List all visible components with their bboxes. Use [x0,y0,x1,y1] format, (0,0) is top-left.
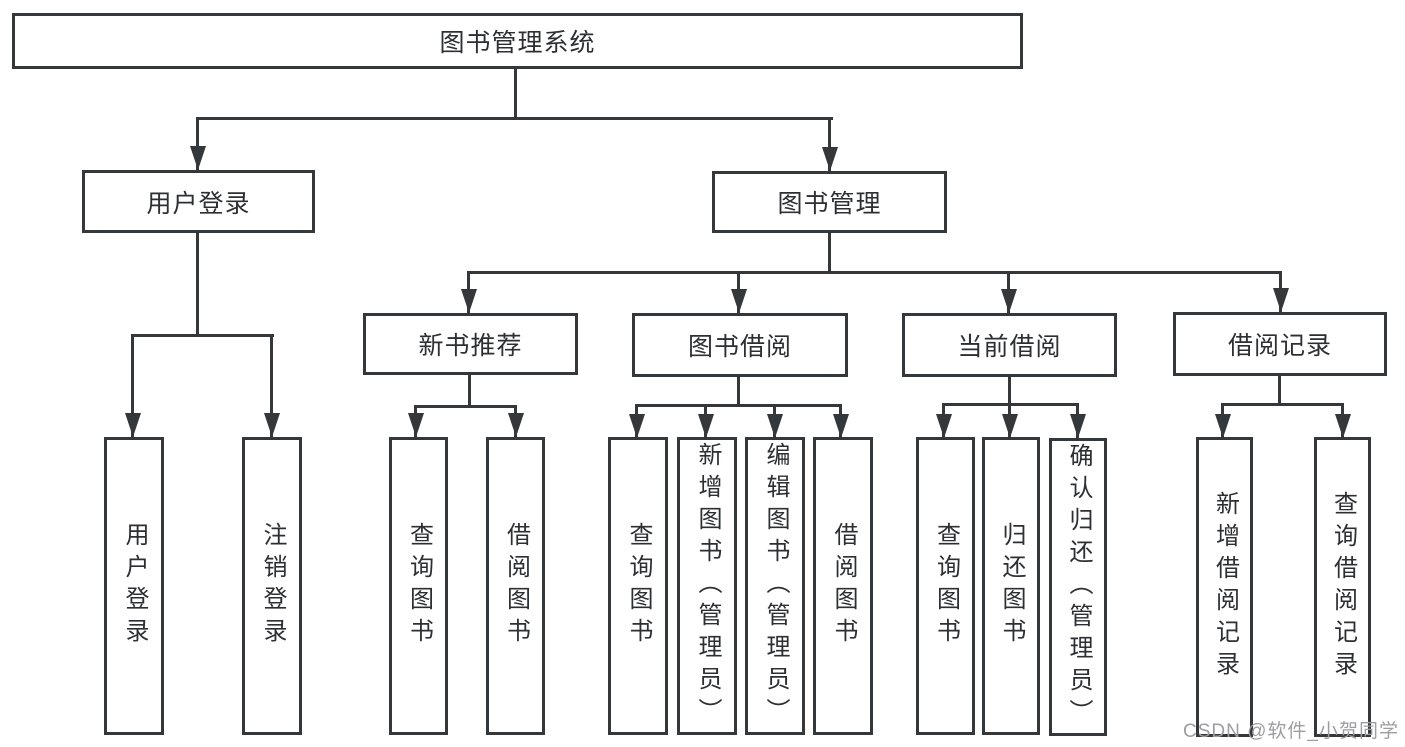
leaf-query-borrow-record: 查询借阅记录 [1314,437,1371,737]
node-borrowing-records: 借阅记录 [1173,312,1387,376]
connector-arrowhead-icon [1070,414,1086,438]
node-label: 编辑图书（管理员） [762,442,789,730]
watermark: CSDN @软件_小贺同学 [1183,721,1399,742]
leaf-user-login: 用户登录 [104,437,164,735]
node-label: 新书推荐 [418,332,523,360]
node-book-borrowing: 图书借阅 [632,313,848,377]
connector-line [828,117,831,171]
connector-line [196,233,199,337]
node-library-system: 图书管理系统 [12,13,1023,69]
connector-line [414,405,517,408]
leaf-add-book-admin: 新增图书（管理员） [677,437,737,735]
connector-arrowhead-icon [190,146,206,170]
node-label: 新增借阅记录 [1211,491,1239,683]
node-label: 借阅记录 [1227,332,1332,360]
leaf-edit-book-admin: 编辑图书（管理员） [745,437,805,735]
connector-line [270,334,273,438]
connector-line [467,271,1282,274]
connector-arrowhead-icon [767,414,783,438]
connector-line [131,334,134,438]
node-user-login: 用户登录 [82,170,315,233]
node-label: 图书管理 [777,190,882,218]
connector-line [196,117,833,120]
connector-arrowhead-icon [1001,289,1017,313]
connector-arrowhead-icon [833,414,849,438]
leaf-add-borrow-record: 新增借阅记录 [1196,437,1253,737]
connector-arrowhead-icon [461,289,477,313]
node-current-borrowing: 当前借阅 [902,313,1117,377]
connector-arrowhead-icon [698,414,714,438]
leaf-logout: 注销登录 [242,437,302,735]
leaf-return-book: 归还图书 [982,437,1040,735]
connector-arrowhead-icon [125,413,141,437]
node-label: 注销登录 [259,522,286,650]
node-new-book-recommend: 新书推荐 [363,313,578,375]
connector-arrowhead-icon [822,147,838,171]
connector-line [828,233,831,273]
connector-arrowhead-icon [1215,414,1231,438]
leaf-borrow-books-recommend: 借阅图书 [486,437,545,735]
connector-line [514,69,517,119]
connector-arrowhead-icon [1273,288,1289,312]
node-label: 查询图书 [625,522,652,650]
node-label: 图书管理系统 [439,29,596,57]
connector-arrowhead-icon [1002,414,1018,438]
connector-arrowhead-icon [629,414,645,438]
connector-line [1278,376,1281,406]
leaf-query-books-current: 查询图书 [916,437,975,735]
connector-arrowhead-icon [508,413,524,437]
node-label: 新增图书（管理员） [694,442,721,730]
node-label: 查询图书 [405,522,433,650]
node-label: 当前借阅 [957,333,1062,361]
connector-line [468,375,471,408]
leaf-query-books-recommend: 查询图书 [389,437,448,735]
node-label: 归还图书 [998,522,1025,650]
connector-arrowhead-icon [936,414,952,438]
connector-arrowhead-icon [1335,414,1351,438]
connector-arrowhead-icon [408,413,424,437]
node-label: 用户登录 [146,189,251,218]
node-label: 查询借阅记录 [1329,491,1357,683]
node-label: 查询图书 [932,522,960,650]
node-label: 确认归还（管理员） [1065,443,1092,731]
connector-line [196,117,199,170]
leaf-query-books-borrowing: 查询图书 [608,437,668,735]
leaf-confirm-return-admin: 确认归还（管理员） [1049,438,1107,736]
node-label: 用户登录 [121,522,148,650]
connector-line [737,377,740,407]
connector-line [1221,403,1344,406]
leaf-borrow-books-borrowing: 借阅图书 [813,437,873,735]
node-label: 借阅图书 [502,522,530,650]
connector-arrowhead-icon [731,289,747,313]
connector-line [1008,377,1011,406]
node-book-management: 图书管理 [712,171,947,233]
connector-line [131,334,274,337]
node-label: 图书借阅 [687,333,792,361]
connector-line [635,404,842,407]
connector-arrowhead-icon [264,413,280,437]
node-label: 借阅图书 [830,522,857,650]
